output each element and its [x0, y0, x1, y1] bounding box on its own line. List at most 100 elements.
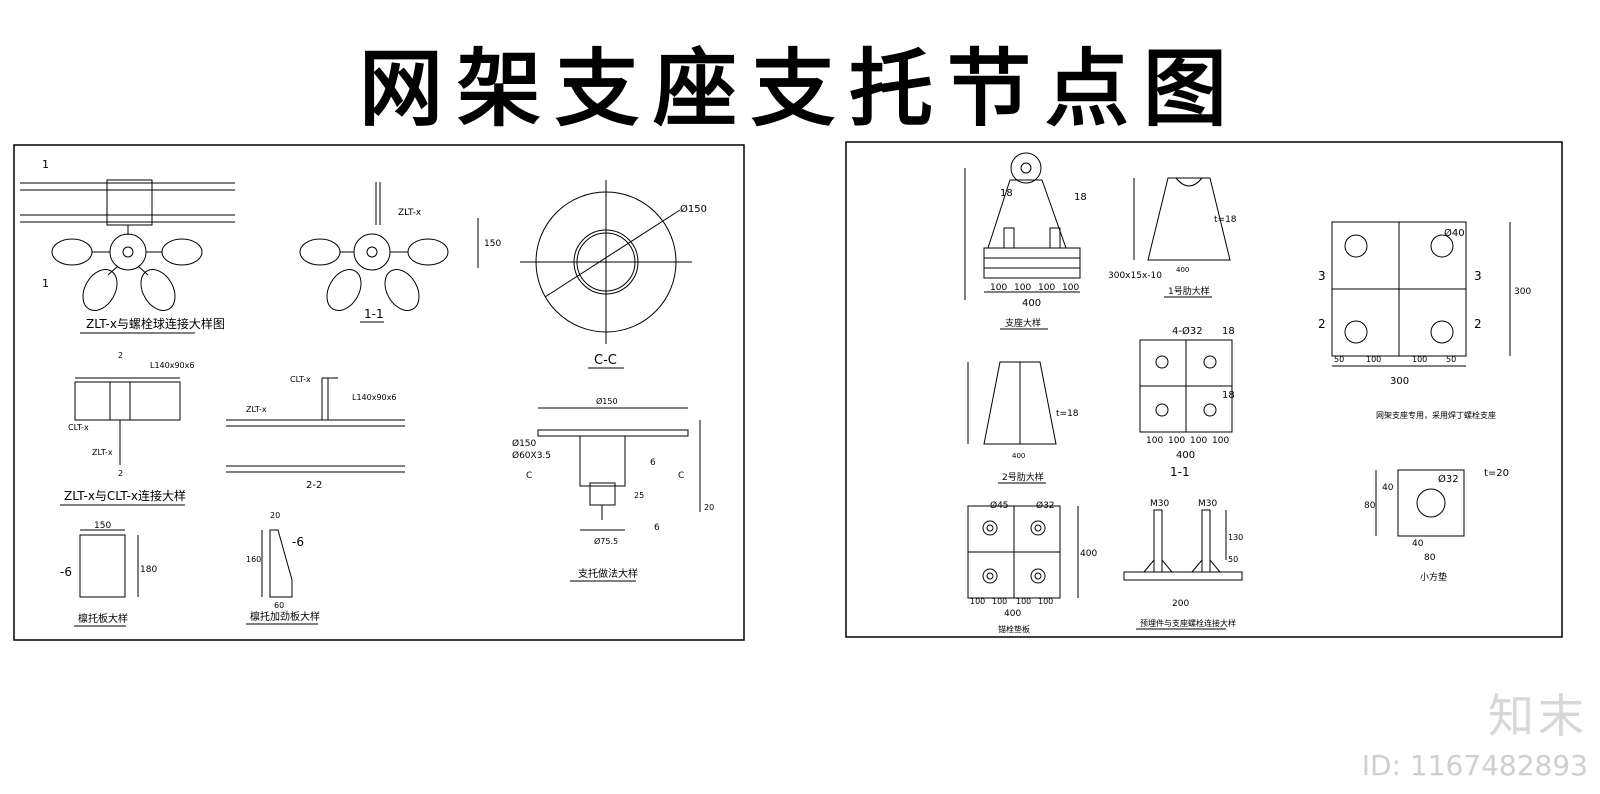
cc-diameter: Ø150 [680, 203, 707, 215]
elev-dim-1: 100 [990, 283, 1007, 293]
angle-label-2: L140x90x6 [352, 393, 396, 402]
plan-dim-1: 100 [1146, 436, 1163, 446]
drawing-title: 网架支座支托节点图 [358, 39, 1241, 138]
plan-1-1-label: 1-1 [1170, 465, 1190, 479]
weld-6-a: 6 [650, 458, 656, 468]
rib-weld-18-a: 18 [1000, 188, 1013, 199]
pad-height: 80 [1364, 501, 1376, 511]
pad-thickness: t=20 [1484, 468, 1509, 479]
anchor-plate-detail: Ø45 Ø32 400 100 100 100 100 400 锚栓垫板 [967, 500, 1097, 634]
plate-spec: 300x15x-10 [1108, 271, 1162, 281]
anchor-dim-2: 100 [992, 597, 1007, 606]
base-total: 300 [1390, 376, 1409, 387]
plan-weld-18-a: 18 [1222, 326, 1235, 337]
bolt-50: 50 [1228, 555, 1238, 564]
pad-half-h: 40 [1382, 483, 1394, 493]
mark-2-bottom: 2 [118, 469, 123, 478]
bolt-connection-detail: M30 M30 130 50 200 预埋件与支座螺栓连接大样 [1123, 499, 1243, 630]
elev-total: 400 [1022, 298, 1041, 309]
angle-label-1: L140x90x6 [150, 361, 194, 370]
anchor-height: 400 [1080, 549, 1097, 559]
support-section-detail: Ø150 Ø150 Ø60X3.5 Ø75.5 C C 6 6 25 20 支托… [512, 396, 714, 582]
zlt-ball-detail: 1 1 ZLT-x与螺栓球连接大样图 [20, 158, 235, 334]
support-caption: 支托做法大样 [578, 567, 638, 580]
rib2-thickness: t=18 [1056, 409, 1079, 419]
anchor-caption: 锚栓垫板 [998, 624, 1030, 634]
section-1-1-detail: 150 ZLT-x 1-1 [299, 182, 501, 323]
bolt-m30-a: M30 [1150, 499, 1169, 509]
plate-thickness: -6 [60, 565, 72, 579]
base-diameter: Ø75.5 [594, 536, 618, 546]
support-outer-dia: Ø150 [512, 438, 537, 449]
small-pad-detail: Ø32 t=20 80 40 40 80 小方垫 [1364, 468, 1509, 583]
rib-2-detail: t=18 400 2号肋大样 [967, 361, 1079, 484]
watermark-logo: 知末 [1488, 689, 1588, 743]
zlt-clt-connection-detail: L140x90x6 CLT-x ZLT-x 2 2 ZLT-x与CLT-x连接大… [60, 351, 194, 506]
base-mark-2-left: 2 [1318, 317, 1326, 331]
clt-tag-2: CLT-x [290, 375, 311, 384]
plate-width: 150 [94, 521, 111, 531]
rib-plate-detail: 160 20 60 -6 檩托加劲板大样 [246, 511, 320, 625]
zlt-ball-caption: ZLT-x与螺栓球连接大样图 [86, 316, 225, 331]
dim-150-vertical: 150 [484, 239, 501, 249]
rib2-width: 400 [1012, 452, 1025, 460]
bolt-caption: 预埋件与支座螺栓连接大样 [1140, 618, 1236, 628]
plan-total: 400 [1176, 450, 1195, 461]
rib-thickness: -6 [292, 535, 304, 549]
section-2-2-detail: CLT-x L140x90x6 ZLT-x 2-2 [226, 375, 405, 491]
anchor-d32: Ø32 [1036, 500, 1055, 511]
bolt-m30-b: M30 [1198, 499, 1217, 509]
base-note: 网架支座专用，采用焊丁螺栓支座 [1376, 410, 1496, 420]
anchor-dim-1: 100 [970, 597, 985, 606]
base-bolt-dia: Ø40 [1444, 227, 1465, 239]
base-mark-3-left: 3 [1318, 269, 1326, 283]
rib2-caption: 2号肋大样 [1002, 471, 1044, 483]
zlt-tag-1: ZLT-x [398, 208, 422, 218]
plan-1-1-detail: 4-Ø32 18 18 100 100 100 100 400 1-1 [1139, 325, 1235, 479]
zlt-tag-2: ZLT-x [92, 448, 113, 457]
rib1-caption: 1号肋大样 [1168, 285, 1210, 297]
rib-height: 160 [246, 555, 261, 564]
rib-1-detail: t=18 400 1号肋大样 [1133, 177, 1237, 298]
left-sheet-frame [13, 144, 745, 641]
clt-tag-1: CLT-x [68, 423, 89, 432]
base-plate-plan: Ø40 50 100 100 50 300 300 3 3 2 2 网架支座专用… [1318, 221, 1531, 420]
base-mark-3-right: 3 [1474, 269, 1482, 283]
elev-dim-2: 100 [1014, 283, 1031, 293]
plate-caption: 檩托板大样 [78, 612, 128, 625]
dim-25: 25 [634, 491, 644, 500]
pad-hole-dia: Ø32 [1438, 473, 1459, 485]
base-dim-4: 50 [1446, 355, 1456, 364]
elev-dim-3: 100 [1038, 283, 1055, 293]
sec-mark-1-bottom: 1 [42, 277, 49, 290]
anchor-dim-3: 100 [1016, 597, 1031, 606]
sec-mark-1-top: 1 [42, 158, 49, 171]
base-mark-2-right: 2 [1474, 317, 1482, 331]
anchor-d45: Ø45 [990, 500, 1009, 511]
elev-dim-4: 100 [1062, 283, 1079, 293]
plan-weld-18-b: 18 [1222, 390, 1235, 401]
plan-dim-4: 100 [1212, 436, 1229, 446]
anchor-dim-4: 100 [1038, 597, 1053, 606]
section-1-1-label: 1-1 [364, 307, 384, 321]
plate-height: 180 [140, 565, 157, 575]
cc-mark-left: C [526, 471, 532, 481]
purlin-plate-detail: 150 180 -6 檩托板大样 [60, 521, 157, 627]
base-height: 300 [1514, 287, 1531, 297]
tube-spec: Ø60X3.5 [512, 450, 551, 461]
section-cc-label: C-C [594, 353, 617, 368]
support-top-dim: Ø150 [596, 396, 618, 406]
base-dim-2: 100 [1366, 355, 1381, 364]
right-sheet-frame [845, 141, 1563, 638]
cc-mark-right: C [678, 471, 684, 481]
plan-dim-3: 100 [1190, 436, 1207, 446]
section-cc-detail: Ø150 C-C [520, 180, 707, 369]
dim-20: 20 [704, 503, 714, 512]
weld-6-b: 6 [654, 523, 660, 533]
pad-width: 80 [1424, 553, 1436, 563]
bolt-200: 200 [1172, 599, 1189, 609]
plan-dim-2: 100 [1168, 436, 1185, 446]
watermark-id: ID: 1167482893 [1361, 749, 1588, 782]
base-dim-3: 100 [1412, 355, 1427, 364]
